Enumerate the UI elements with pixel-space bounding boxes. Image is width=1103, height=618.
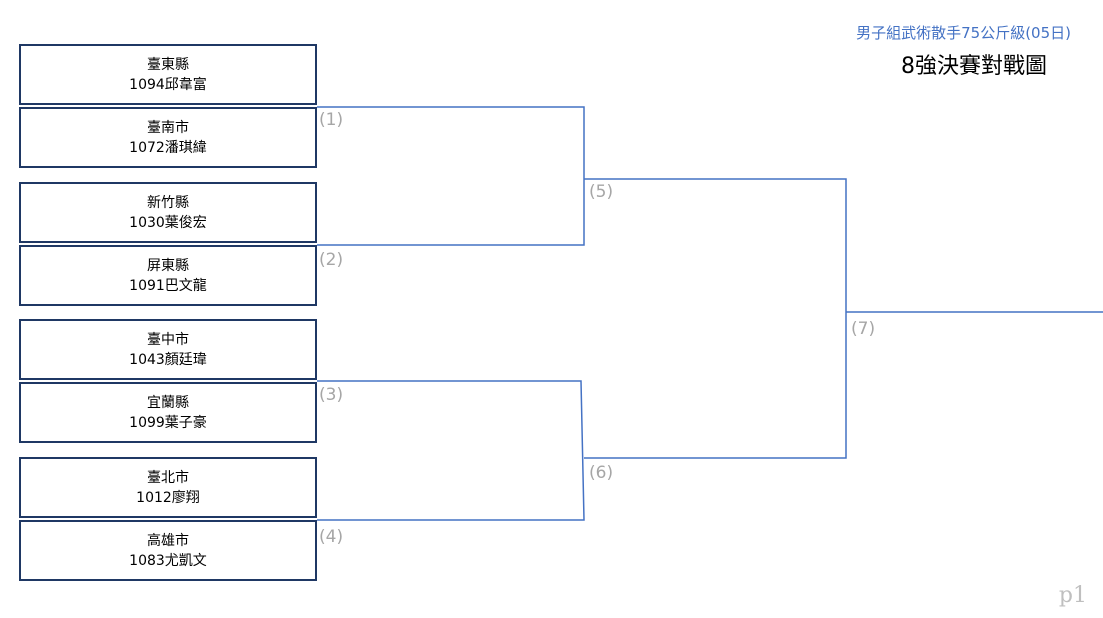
entry-2: 臺南市 1072潘琪緯	[19, 107, 317, 168]
entry-county: 臺北市	[147, 469, 189, 486]
entry-player: 1083尤凱文	[129, 552, 207, 569]
match-label-3: (3)	[319, 385, 344, 405]
entry-1: 臺東縣 1094邱韋富	[19, 44, 317, 105]
entry-3: 新竹縣 1030葉俊宏	[19, 182, 317, 243]
entry-player: 1030葉俊宏	[129, 214, 207, 231]
entry-4: 屏東縣 1091巴文龍	[19, 245, 317, 306]
page-title: 8強決賽對戰圖	[901, 54, 1047, 79]
match-label-1: (1)	[319, 110, 344, 130]
entry-6: 宜蘭縣 1099葉子豪	[19, 382, 317, 443]
page-number: p1	[1058, 583, 1087, 608]
entry-player: 1012廖翔	[136, 489, 200, 506]
entry-5: 臺中市 1043顏廷瑋	[19, 319, 317, 380]
header-subtitle: 男子組武術散手75公斤級(05日)	[856, 24, 1071, 42]
bracket-line-match-1	[317, 106, 585, 246]
match-label-4: (4)	[319, 527, 344, 547]
entry-player: 1094邱韋富	[129, 76, 207, 93]
match-label-5: (5)	[589, 182, 614, 202]
entry-county: 新竹縣	[147, 194, 189, 211]
match-label-7: (7)	[851, 319, 876, 339]
entry-county: 臺南市	[147, 119, 189, 136]
entry-county: 屏東縣	[147, 257, 189, 274]
entry-player: 1091巴文龍	[129, 277, 207, 294]
entry-7: 臺北市 1012廖翔	[19, 457, 317, 518]
entry-county: 臺東縣	[147, 56, 189, 73]
entry-player: 1043顏廷瑋	[129, 351, 207, 368]
entry-county: 高雄市	[147, 532, 189, 549]
match-label-2: (2)	[319, 250, 344, 270]
entry-player: 1099葉子豪	[129, 414, 207, 431]
entry-county: 宜蘭縣	[147, 394, 189, 411]
bracket-line-match-5	[584, 178, 847, 459]
entry-8: 高雄市 1083尤凱文	[19, 520, 317, 581]
entry-county: 臺中市	[147, 331, 189, 348]
bracket-line-match-3	[317, 380, 585, 521]
entry-player: 1072潘琪緯	[129, 139, 207, 156]
match-label-6: (6)	[589, 463, 614, 483]
